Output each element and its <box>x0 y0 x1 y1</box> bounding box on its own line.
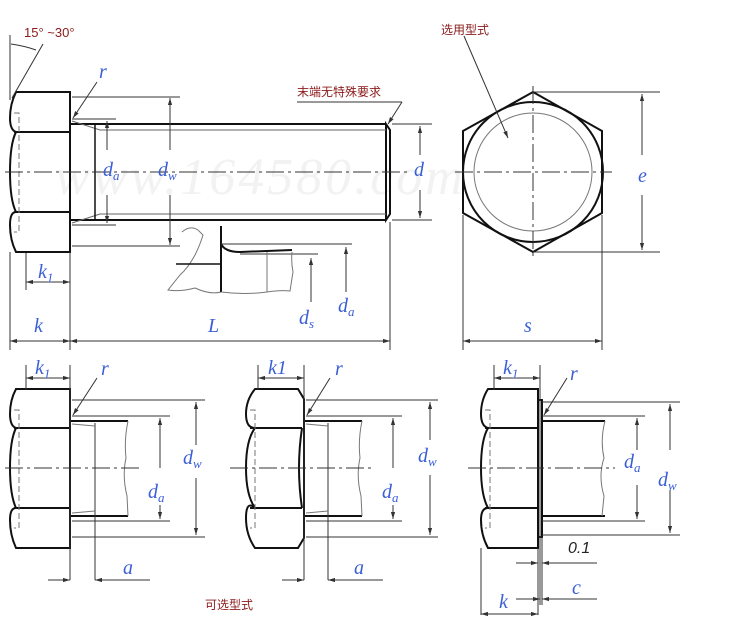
label-k1: k1 <box>38 261 54 285</box>
chamfer-angle-note: 15° ~30° <box>24 25 75 40</box>
v1-label-dw: dw <box>183 447 202 471</box>
label-L: L <box>208 315 220 337</box>
v2-label-k1: k1 <box>268 357 287 379</box>
v3-label-k: k <box>499 591 508 613</box>
label-e: e <box>638 165 647 187</box>
label-da-section: da <box>338 295 355 319</box>
v3-label-da: da <box>624 451 641 475</box>
v3-label-c: c <box>572 577 581 599</box>
end-view <box>455 35 660 350</box>
label-s: s <box>524 315 532 337</box>
bolt-shank <box>70 120 391 224</box>
watermark: www.164580.com <box>55 149 466 206</box>
v3-tolerance-0-1: 0.1 <box>568 540 591 557</box>
label-da: da <box>103 159 120 183</box>
v3-label-k1: k1 <box>503 357 519 381</box>
label-k: k <box>34 315 43 337</box>
v3-label-r: r <box>570 363 578 385</box>
end-note: 末端无特殊要求 <box>297 85 382 99</box>
label-dw: dw <box>158 159 177 183</box>
v3-label-dw: dw <box>658 469 677 493</box>
variant-1-view <box>5 365 205 583</box>
label-ds: ds <box>299 307 315 331</box>
main-view <box>5 35 432 350</box>
selected-type-note: 选用型式 <box>441 23 490 37</box>
v2-label-dw: dw <box>418 445 437 469</box>
v1-label-r: r <box>101 358 109 380</box>
bolt-head <box>8 91 71 253</box>
variant-3-view <box>468 365 680 617</box>
v2-label-da: da <box>382 481 399 505</box>
variant-2-view <box>230 365 438 583</box>
v1-label-k1: k1 <box>35 357 51 381</box>
v1-label-da: da <box>148 481 165 505</box>
v1-label-a: a <box>123 557 133 579</box>
optional-type-note: 可选型式 <box>205 598 254 612</box>
v2-label-a: a <box>354 557 364 579</box>
label-d: d <box>414 159 424 181</box>
label-r: r <box>99 61 107 83</box>
v2-label-r: r <box>335 358 343 380</box>
